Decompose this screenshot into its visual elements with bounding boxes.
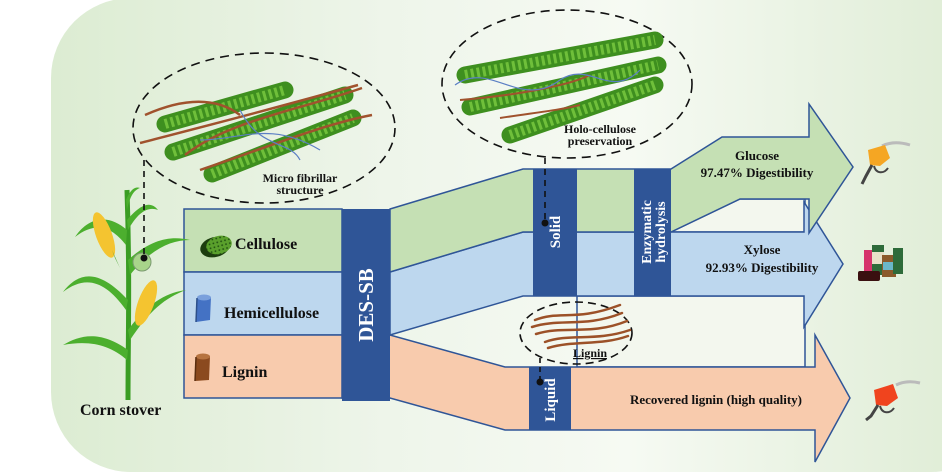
solid-bar [533,169,577,296]
holocellulose-label-line2: preservation [568,134,633,148]
brown-cylinder-icon [194,353,210,382]
microfibril-structure-illustration [139,81,373,183]
holocellulose-label-line1: Holo-cellulose [564,122,637,136]
liquid-label: Liquid [543,378,559,422]
holocellulose-callout-ellipse [441,9,693,159]
solid-label: Solid [548,215,564,248]
lignin-connector-dot [536,378,544,386]
corn-plant-illustration [63,187,190,401]
liquid-bar [529,367,571,430]
xylose-label: Xylose [744,242,781,257]
des-sb-bar [342,209,390,401]
recovered-lignin-label: Recovered lignin (high quality) [630,392,802,407]
enzymatic-hydrolysis-bar [634,169,671,296]
microfibril-connector-dot [140,254,148,262]
lignin-callout-ellipse [519,301,633,365]
fuel-nozzle-red-icon [865,380,921,422]
des-sb-label: DES-SB [354,268,378,342]
glucose-label: Glucose [735,148,779,163]
microfibril-label-line2: structure [276,183,324,197]
cellulose-label: Cellulose [235,236,297,253]
fuel-nozzle-orange-icon [860,141,911,185]
xylose-digestibility: 92.93% Digestibility [706,260,819,275]
blue-cylinder-icon [195,294,211,323]
supplement-bottles-icon [858,245,903,281]
hemicellulose-label: Hemicellulose [224,305,319,322]
lignin-fibers-illustration [530,303,632,350]
enzymatic-label-line1: Enzymatic [640,200,655,264]
corn-stover-label: Corn stover [80,402,161,419]
enzymatic-label-line2: hydrolysis [654,201,669,263]
lignin-callout-label: Lignin [573,346,607,360]
lignin-label: Lignin [222,364,267,381]
holocellulose-connector-dot [541,219,549,227]
microfibril-callout-ellipse [132,52,396,204]
cellulose-fibril-icon [200,235,232,258]
glucose-digestibility: 97.47% Digestibility [701,165,814,180]
microfibril-label-line1: Micro fibrillar [263,171,338,185]
holocellulose-illustration [454,31,667,144]
